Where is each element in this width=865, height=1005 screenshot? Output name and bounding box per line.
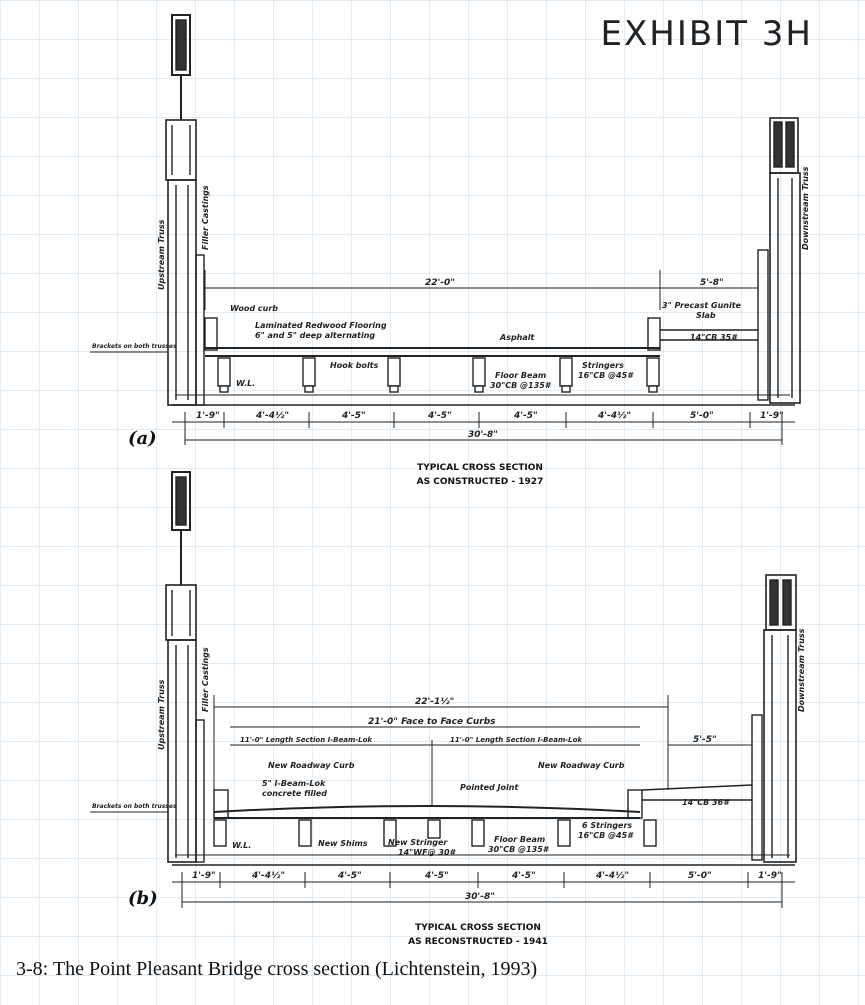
- section-b-floor-beam-label: Floor Beam: [494, 835, 545, 844]
- section-b-dim-bottom-7: 5'-0": [688, 871, 712, 881]
- section-b-dim-bottom-3: 4'-5": [337, 871, 362, 881]
- section-a-dim-bottom-5: 4'-5": [513, 411, 538, 421]
- section-a-title-1: TYPICAL CROSS SECTION: [417, 463, 543, 473]
- section-b: [90, 471, 797, 908]
- section-b-dim-bottom-1: 1'-9": [192, 871, 216, 881]
- section-a-upstream-label: Upstream Truss: [157, 219, 166, 290]
- section-a-dim-bottom-2: 4'-4½": [255, 411, 289, 421]
- section-a-floor-beam-label: Floor Beam: [495, 371, 546, 380]
- section-b-curb-left-label: New Roadway Curb: [268, 761, 355, 770]
- section-b-dim-top-2: 21'-0" Face to Face Curbs: [368, 717, 496, 727]
- section-b-section-left-label: 11'-0" Length Section I-Beam-Lok: [240, 736, 373, 744]
- section-b-dim-bottom-8: 1'-9": [758, 871, 782, 881]
- section-a-dim-bottom-8: 1'-9": [760, 411, 784, 421]
- section-a-dim-bottom-6: 4'-4½": [597, 411, 631, 421]
- section-b-dim-top-1: 22'-1½": [415, 697, 454, 707]
- section-a-dim-bottom-7: 5'-0": [690, 411, 714, 421]
- section-a-dim-top-2: 5'-8": [700, 278, 724, 288]
- section-b-filler-label: Filler Castings: [201, 647, 210, 712]
- section-a-hook-bolts-label: Hook bolts: [330, 361, 379, 370]
- section-b-downstream-label: Downstream Truss: [797, 628, 806, 712]
- upstream-truss-a: [165, 14, 205, 406]
- downstream-truss-b: [751, 574, 797, 863]
- section-a-stringers2-label: 16"CB @45#: [578, 371, 634, 380]
- deck-a: [90, 317, 795, 406]
- figure-caption: 3-8: The Point Pleasant Bridge cross sec…: [16, 958, 538, 980]
- section-b-upstream-label: Upstream Truss: [157, 679, 166, 750]
- section-a-marker: (a): [128, 428, 157, 449]
- section-a-filler-label: Filler Castings: [201, 185, 210, 250]
- exhibit-title: EXHIBIT 3H: [600, 14, 813, 54]
- section-b-ibeam-label: 5" I-Beam-Lok: [262, 779, 326, 788]
- section-a-wl-label: W.L.: [236, 379, 255, 388]
- section-a-dim-top-1: 22'-0": [425, 278, 455, 288]
- section-a-dim-bottom-1: 1'-9": [196, 411, 220, 421]
- section-a-asphalt-label: Asphalt: [499, 333, 536, 342]
- section-b-new-stringer2-label: 14"WF@ 30#: [398, 848, 457, 857]
- section-a-flooring-label: Laminated Redwood Flooring: [255, 321, 387, 330]
- section-b-title-2: AS RECONSTRUCTED - 1941: [408, 937, 548, 947]
- section-a: [90, 14, 801, 445]
- section-b-marker: (b): [128, 888, 158, 909]
- section-b-ibeam2-label: concrete filled: [262, 789, 327, 798]
- section-b-section-right-label: 11'-0" Length Section I-Beam-Lok: [450, 736, 583, 744]
- section-b-stringers-label: 6 Stringers: [582, 821, 632, 830]
- section-b-dim-bottom-2: 4'-4½": [251, 871, 285, 881]
- section-b-overall: 30'-8": [465, 892, 495, 902]
- downstream-truss-a: [757, 117, 801, 404]
- section-a-wood-curb-label: Wood curb: [230, 304, 278, 313]
- stringers-b: [213, 819, 657, 847]
- section-a-overall: 30'-8": [468, 430, 498, 440]
- section-b-dim-bottom-4: 4'-5": [424, 871, 449, 881]
- section-b-floor-beam2-label: 30"CB @135#: [488, 845, 550, 854]
- section-a-gunite-label: 3" Precast Gunite: [662, 301, 742, 310]
- section-a-floor-beam2-label: 30"CB @135#: [490, 381, 552, 390]
- section-a-brackets-label: Brackets on both trusses: [92, 343, 177, 350]
- section-b-joint-label: Pointed Joint: [460, 783, 519, 792]
- section-a-stringers-label: Stringers: [582, 361, 624, 370]
- section-b-brackets-label: Brackets on both trusses: [92, 803, 177, 810]
- section-a-dim-bottom-4: 4'-5": [427, 411, 452, 421]
- section-a-cb14-label: 14"CB 35#: [690, 333, 738, 342]
- section-a-flooring2-label: 6" and 5" deep alternating: [255, 331, 375, 340]
- section-a-slab-label: Slab: [696, 311, 716, 320]
- section-b-shims-label: New Shims: [318, 839, 368, 848]
- upstream-truss-b: [165, 471, 205, 863]
- section-b-wl-label: W.L.: [232, 841, 251, 850]
- section-b-dim-bottom-6: 4'-4½": [595, 871, 629, 881]
- section-b-dim-top-3: 5'-5": [693, 735, 717, 745]
- section-b-curb-right-label: New Roadway Curb: [538, 761, 625, 770]
- section-a-title-2: AS CONSTRUCTED - 1927: [417, 477, 544, 487]
- stringers-a: [217, 357, 660, 393]
- section-a-dim-bottom-3: 4'-5": [341, 411, 366, 421]
- section-b-title-1: TYPICAL CROSS SECTION: [415, 923, 541, 933]
- deck-b: [90, 784, 795, 866]
- section-a-downstream-label: Downstream Truss: [801, 166, 810, 250]
- section-b-cb14-label: 14"CB 36#: [682, 798, 730, 807]
- section-b-stringers2-label: 16"CB @45#: [578, 831, 634, 840]
- section-b-new-stringer-label: New Stringer: [388, 838, 448, 847]
- section-b-dim-bottom-5: 4'-5": [511, 871, 536, 881]
